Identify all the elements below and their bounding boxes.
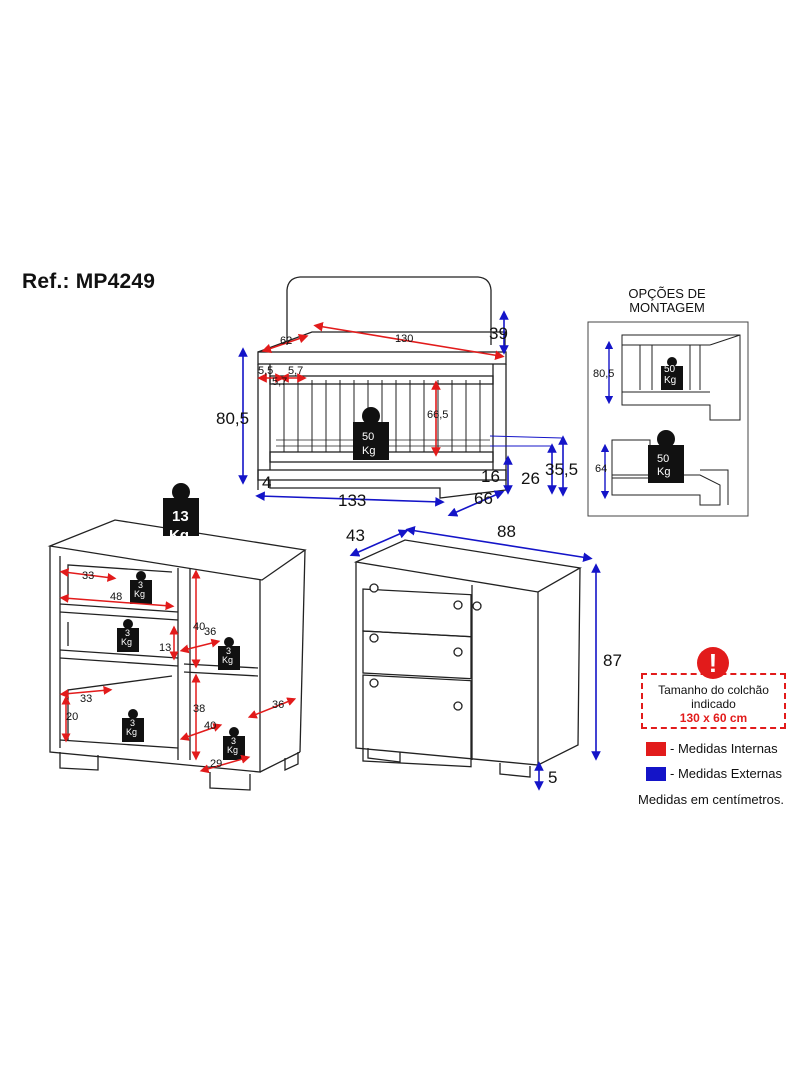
- commode-foot-label: 5: [548, 768, 557, 787]
- crib-labels: 130 62 5,5 5,7 5,7 66,5 50 Kg: [258, 333, 448, 457]
- dresser-labels: 33 48 40 36 13 33 20 38 40 36 29 3 Kg 3 …: [66, 508, 284, 770]
- assembly-title-line2: MONTAGEM: [629, 300, 705, 315]
- dresser-weight-4-unit: Kg: [126, 727, 137, 737]
- reference-code: Ref.: MP4249: [22, 270, 156, 293]
- dresser-dimensions-internal: [59, 568, 297, 774]
- option-bed-weight-unit: Kg: [657, 466, 670, 478]
- mattress-size-note: Tamanho do colchão indicado 130 x 60 cm: [641, 673, 786, 729]
- dresser-drawing: [47, 519, 307, 791]
- mattress-line1: Tamanho do colchão: [658, 683, 769, 697]
- crib-height-355-label: 35,5: [545, 460, 578, 479]
- crib-weight-unit: Kg: [362, 445, 375, 457]
- option-crib-weight-unit: Kg: [664, 375, 676, 386]
- crib-headboard-label: 39: [489, 324, 508, 343]
- dresser-40-bottom-label: 40: [204, 720, 216, 732]
- dresser-weight-5-unit: Kg: [227, 745, 238, 755]
- option-bed-weight-value: 50: [657, 453, 669, 465]
- dresser-top-weight-value: 13: [172, 508, 189, 525]
- dresser-20-label: 20: [66, 711, 78, 723]
- crib-depth-top-label: 62: [280, 335, 292, 347]
- crib-depth-bottom-label: 66: [474, 489, 493, 508]
- option-height-b-label: 64: [595, 463, 607, 475]
- crib-height-16-label: 16: [481, 467, 500, 486]
- dresser-weight-3-value: 3: [226, 646, 231, 656]
- crib-slat-gap-a-label: 5,5: [258, 365, 273, 377]
- dresser-36-depth-label: 36: [272, 699, 284, 711]
- mattress-line2: indicado: [691, 697, 736, 711]
- crib-dimensions-external: [238, 310, 568, 517]
- commode-height-label: 87: [603, 651, 622, 670]
- crib-slat-gap-c-label: 5,7: [272, 376, 287, 388]
- dresser-weight-2-unit: Kg: [121, 637, 132, 647]
- dresser-33-top-label: 33: [82, 570, 94, 582]
- dresser-weight-3-unit: Kg: [222, 655, 233, 665]
- dresser-33-bottom-label: 33: [80, 693, 92, 705]
- legend-external: - Medidas Externas: [646, 766, 782, 781]
- commode-drawing: [353, 539, 582, 778]
- option-height-a-label: 80,5: [593, 368, 614, 380]
- commode-dimensions-external: [349, 526, 601, 791]
- crib-height-26-label: 26: [521, 469, 540, 488]
- crib-weight-value: 50: [362, 431, 374, 443]
- crib-inner-height-label: 66,5: [427, 409, 448, 421]
- crib-drawing: [257, 276, 507, 499]
- assembly-options-title: OPÇÕES DE MONTAGEM: [602, 287, 732, 315]
- dresser-top-weight-unit: Kg: [169, 527, 189, 544]
- crib-width-bottom-label: 133: [338, 491, 366, 510]
- crib-extension-lines: [489, 435, 563, 447]
- crib-dimensions-internal: [257, 322, 505, 457]
- crib-base-gap-label: 4: [262, 473, 271, 492]
- dresser-36-inner-label: 36: [204, 626, 216, 638]
- dresser-29-label: 29: [210, 758, 222, 770]
- legend-external-label: - Medidas Externas: [670, 766, 782, 781]
- units-note: Medidas em centímetros.: [638, 792, 784, 807]
- assembly-title-line1: OPÇÕES DE: [628, 286, 706, 301]
- option-crib-weight-value: 50: [664, 364, 676, 375]
- dresser-48-label: 48: [110, 591, 122, 603]
- dresser-weight-4-value: 3: [130, 718, 135, 728]
- crib-slat-gap-b-label: 5,7: [288, 365, 303, 377]
- dresser-weight-1-value: 3: [138, 580, 143, 590]
- commode-labels: 43 88 87 5: [346, 522, 622, 787]
- legend-external-swatch: [646, 766, 666, 781]
- dresser-weight-2-value: 3: [125, 628, 130, 638]
- dresser-40-top-label: 40: [193, 621, 205, 633]
- commode-width-label: 88: [497, 522, 516, 541]
- legend-internal-swatch: [646, 741, 666, 756]
- option-crib-drawing: [621, 334, 741, 421]
- dresser-weight-5-value: 3: [231, 736, 236, 746]
- dresser-38-label: 38: [193, 703, 205, 715]
- dresser-13-label: 13: [159, 642, 171, 654]
- legend-internal-label: - Medidas Internas: [670, 741, 778, 756]
- assembly-options-panel: 80,5 64 50 Kg 50 Kg: [587, 321, 749, 517]
- commode-depth-label: 43: [346, 526, 365, 545]
- dresser-weight-1-unit: Kg: [134, 589, 145, 599]
- mattress-size: 130 x 60 cm: [679, 711, 748, 725]
- crib-labels-large: 80,5 39 4 133 66 16 26 35,5: [216, 324, 578, 510]
- crib-total-height-label: 80,5: [216, 409, 249, 428]
- crib-width-top-label: 130: [395, 333, 413, 345]
- legend-internal: - Medidas Internas: [646, 741, 778, 756]
